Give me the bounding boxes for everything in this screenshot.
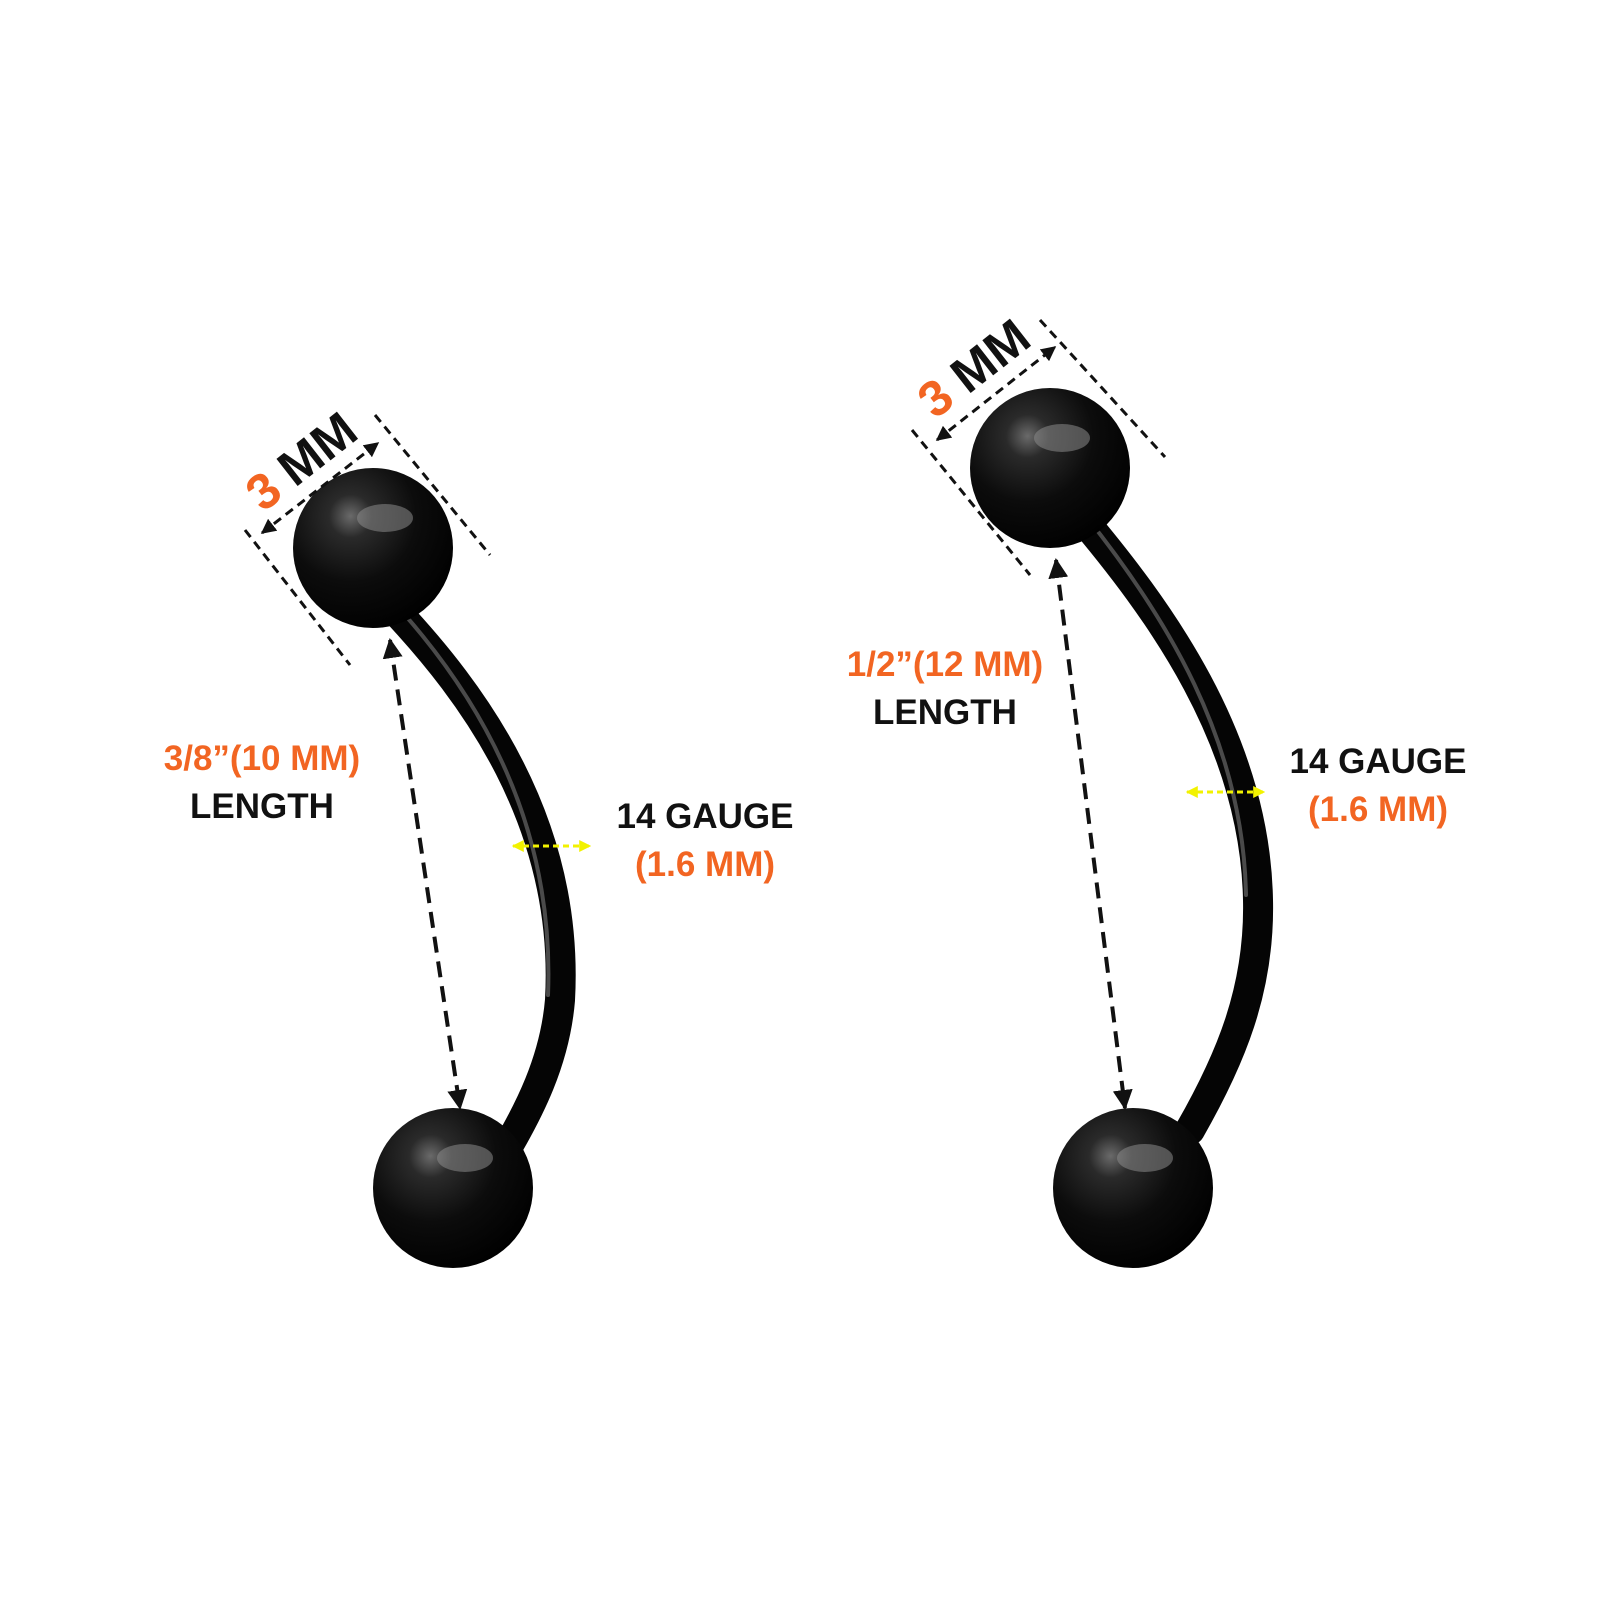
right-top-ball-shine [1034, 424, 1090, 452]
left-length-label: LENGTH [190, 787, 334, 826]
left-length-value: 3/8”(10 MM) [164, 739, 360, 778]
right-bar-highlight [1083, 513, 1248, 897]
left-top-ball-shine [357, 504, 413, 532]
left-gauge-value: (1.6 MM) [635, 845, 775, 884]
left-ext-line-2 [373, 414, 492, 556]
right-ext-line-1 [910, 429, 1032, 576]
right-length-arrow [1048, 558, 1133, 1110]
left-bottom-ball-shine [437, 1144, 493, 1172]
right-ext-line-2 [1038, 318, 1167, 459]
right-length-label: LENGTH [873, 693, 1017, 732]
left-ball-dim-arrow [260, 441, 380, 535]
right-ball-dim-arrow [935, 345, 1057, 442]
right-bar [1060, 495, 1274, 1145]
left-length-arrow [382, 638, 468, 1110]
right-gauge-label: 14 GAUGE [1290, 742, 1467, 781]
right-bottom-ball-shine [1117, 1144, 1173, 1172]
right-bottom-ball [1053, 1108, 1213, 1268]
left-ext-line-1 [243, 529, 352, 666]
left-bar [380, 595, 576, 1175]
left-bottom-ball [373, 1108, 533, 1268]
right-ball-unit: MM [940, 308, 1040, 403]
right-gauge-value: (1.6 MM) [1308, 790, 1448, 829]
right-length-value: 1/2”(12 MM) [847, 645, 1043, 684]
left-barbell [293, 468, 576, 1268]
right-barbell [970, 388, 1274, 1268]
left-gauge-label: 14 GAUGE [617, 797, 794, 836]
right-top-ball [970, 388, 1130, 548]
